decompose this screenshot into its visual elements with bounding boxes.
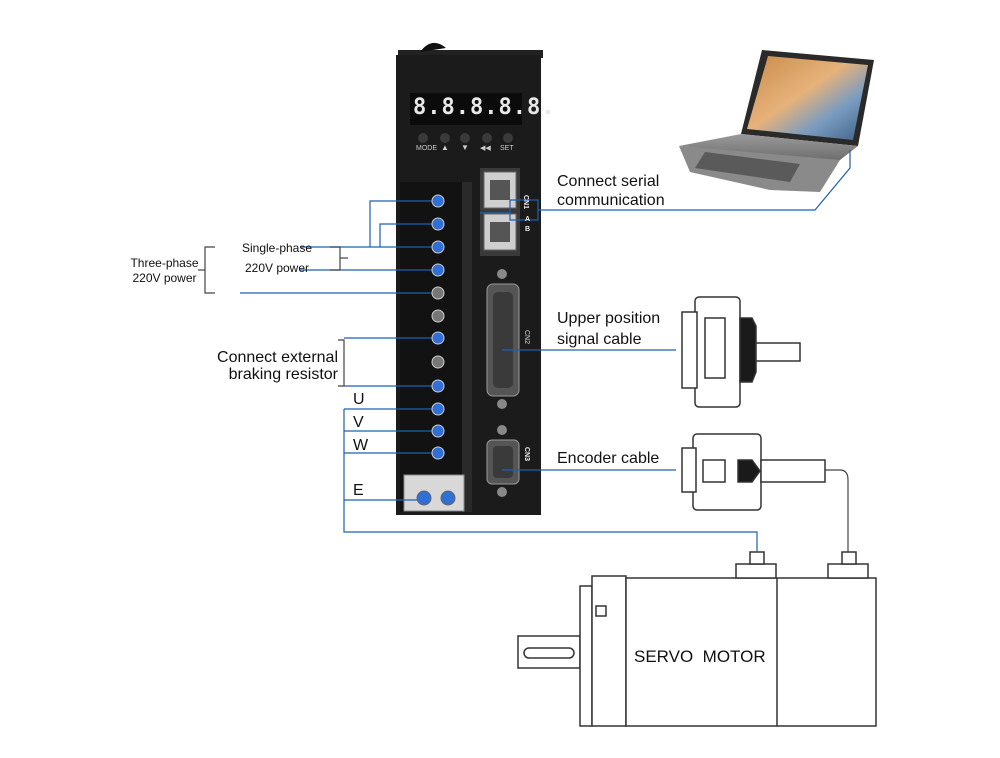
d-sub-connector-icon <box>681 296 801 408</box>
ground-e-label: E <box>353 482 364 499</box>
servo-motor <box>517 551 877 727</box>
keypad-up-label: ▲ <box>441 143 449 152</box>
braking-label-line2: braking resistor <box>228 366 338 383</box>
serial-label-line2: communication <box>557 192 665 209</box>
led-digits: 8.8.8.8.8. <box>413 95 556 120</box>
port-cn2-label: CN2 <box>523 330 530 345</box>
port-cn1-b-label: B <box>525 226 531 233</box>
phase-u-label: U <box>353 391 365 408</box>
keypad-set-label: SET <box>500 145 514 152</box>
three-phase-label-line2: 220V power <box>132 271 197 285</box>
braking-label-line1: Connect external <box>217 349 338 366</box>
terminal-screws <box>416 194 456 506</box>
keypad-down-label: ▼ <box>461 143 469 152</box>
single-phase-label-line2: 220V power <box>244 261 310 275</box>
bracket-lines <box>198 246 849 552</box>
port-cn3-label: CN3 <box>523 447 530 462</box>
power-wires <box>240 150 851 552</box>
phase-v-label: V <box>353 414 364 431</box>
port-cn1-a-label: A <box>525 216 531 223</box>
servo-drive <box>396 42 543 515</box>
encoder-connector-icon <box>681 433 826 511</box>
port-cn1-label: CN1 <box>522 195 529 210</box>
keypad-left-label: ◀◀ <box>480 145 491 152</box>
led-display <box>410 93 522 125</box>
encoder-cable-label: Encoder cable <box>557 450 660 467</box>
upper-signal-label-line2: signal cable <box>557 331 642 348</box>
motor-label: SERVO MOTOR <box>634 647 766 666</box>
three-phase-label-line1: Three-phase <box>130 256 199 270</box>
single-phase-label-line1: Single-phase <box>241 241 313 255</box>
laptop-icon <box>679 50 874 192</box>
keypad-buttons <box>418 133 513 143</box>
keypad-mode-label: MODE <box>416 145 437 152</box>
serial-label-line1: Connect serial <box>557 173 660 190</box>
phase-w-label: W <box>353 437 369 454</box>
upper-signal-label-line1: Upper position <box>557 310 661 327</box>
